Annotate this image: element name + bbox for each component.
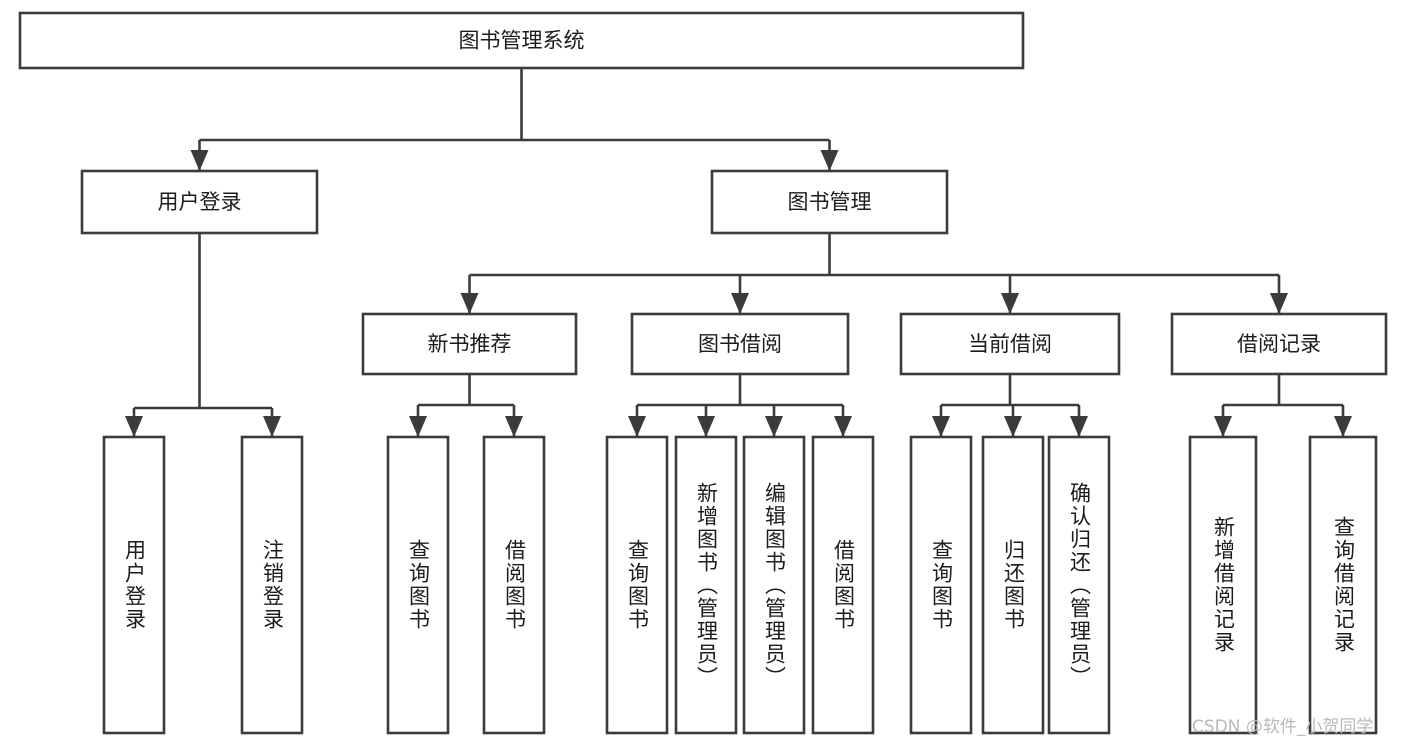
- arrow-head-icon: [731, 293, 749, 314]
- node-leaf-edit-book[interactable]: [742, 435, 806, 735]
- node-leaf-user-logout[interactable]: [240, 435, 304, 735]
- arrow-head-icon: [460, 293, 479, 314]
- node-leaf-confirm-return[interactable]: [1047, 435, 1111, 735]
- node-leaf-borrow-book-1[interactable]: [482, 435, 546, 735]
- arrow-head-icon: [820, 150, 839, 171]
- arrow-head-icon: [697, 416, 715, 437]
- node-new-book-recommend-label: 新书推荐: [428, 332, 512, 356]
- arrow-head-icon: [263, 416, 281, 437]
- node-leaf-query-record[interactable]: [1308, 435, 1378, 735]
- node-book-borrow-label: 图书借阅: [698, 332, 782, 356]
- node-root[interactable]: [18, 11, 1025, 70]
- node-box-layer: [18, 11, 1388, 735]
- node-current-borrow-label: 当前借阅: [968, 332, 1052, 356]
- node-leaf-add-record[interactable]: [1188, 435, 1258, 735]
- arrow-head-icon: [1270, 293, 1288, 314]
- node-leaf-return-book[interactable]: [981, 435, 1045, 735]
- arrow-head-icon: [1214, 416, 1232, 437]
- arrow-head-icon: [932, 416, 950, 437]
- node-leaf-user-login[interactable]: [102, 435, 166, 735]
- connector-layer: [125, 68, 1352, 437]
- node-new-book-recommend[interactable]: [361, 312, 578, 376]
- arrow-head-icon: [125, 416, 143, 437]
- node-borrow-record[interactable]: [1170, 312, 1388, 376]
- arrow-head-icon: [409, 416, 427, 437]
- node-borrow-record-label: 借阅记录: [1237, 332, 1321, 356]
- arrow-head-icon: [505, 416, 523, 437]
- node-current-borrow[interactable]: [899, 312, 1121, 376]
- arrow-head-icon: [765, 416, 783, 437]
- node-book-manage-label: 图书管理: [788, 190, 872, 214]
- arrow-head-icon: [1004, 416, 1022, 437]
- arrow-head-icon: [190, 150, 209, 171]
- arrow-head-icon: [1070, 416, 1088, 437]
- arrow-head-icon: [834, 416, 852, 437]
- arrow-head-icon: [1334, 416, 1352, 437]
- node-leaf-query-book-3[interactable]: [909, 435, 973, 735]
- watermark-text: CSDN @软件_小贺同学: [1192, 717, 1374, 737]
- node-leaf-query-book-1[interactable]: [386, 435, 450, 735]
- node-user-login-label: 用户登录: [158, 190, 242, 214]
- node-leaf-add-book[interactable]: [674, 435, 738, 735]
- node-book-borrow[interactable]: [630, 312, 850, 376]
- node-root-label: 图书管理系统: [459, 29, 585, 53]
- node-book-manage[interactable]: [710, 169, 949, 235]
- node-leaf-query-book-2[interactable]: [605, 435, 669, 735]
- arrow-head-icon: [1001, 293, 1019, 314]
- node-user-login[interactable]: [80, 169, 319, 235]
- arrow-head-icon: [628, 416, 646, 437]
- node-leaf-borrow-book-2[interactable]: [811, 435, 875, 735]
